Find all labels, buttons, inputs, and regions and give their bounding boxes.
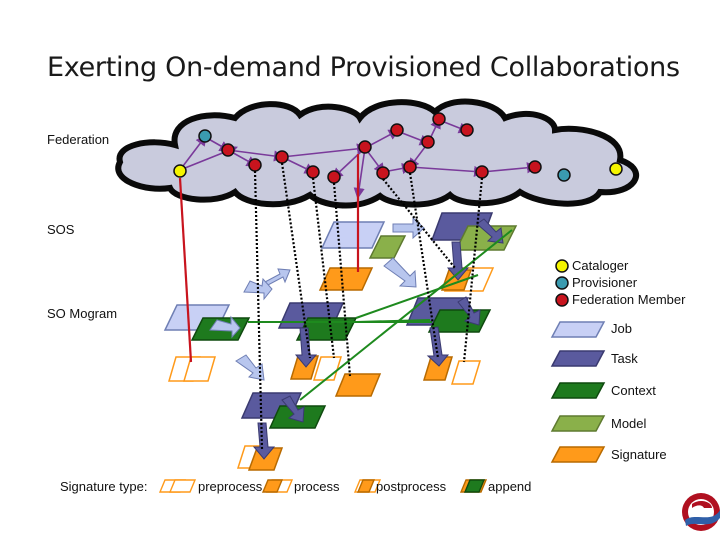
provisioner-node — [198, 129, 212, 143]
federation-member-node — [403, 160, 417, 174]
legend-model: Model — [611, 416, 647, 431]
sorcer-logo — [682, 493, 720, 531]
signature-shape — [450, 360, 482, 385]
flow-arrows — [209, 216, 425, 381]
append-swatch — [463, 479, 486, 493]
signature-shape — [334, 373, 382, 397]
job-shape — [320, 221, 386, 249]
federation-cloud — [115, 98, 639, 209]
legend-task: Task — [611, 351, 638, 366]
legend-cataloger: Cataloger — [572, 258, 629, 273]
signature-legend-swatch — [550, 446, 606, 463]
federation-member-node — [248, 158, 262, 172]
element-legend-markers — [550, 321, 606, 463]
layer-label-so-mogram: SO Mogram — [47, 306, 118, 321]
federation-member-node — [376, 166, 390, 180]
postprocess-swatch — [356, 479, 376, 493]
federation-member-node — [221, 143, 235, 157]
federation-member-node — [475, 165, 489, 179]
signature-type-swatches — [158, 479, 488, 493]
task-legend-swatch — [550, 350, 606, 367]
model-shape — [368, 235, 407, 259]
federation-member-node — [390, 123, 404, 137]
signature-type-process: process — [294, 479, 340, 494]
context-legend-swatch — [550, 382, 606, 399]
signature-type-preprocess: preprocess — [198, 479, 263, 494]
federation-member-node — [275, 150, 289, 164]
provisioner-legend-marker — [555, 276, 569, 290]
legend-federation-member: Federation Member — [572, 292, 686, 307]
signature-shape — [312, 356, 343, 381]
process-swatch — [261, 479, 284, 493]
layer-label-federation: Federation — [47, 132, 110, 147]
model-legend-swatch — [550, 415, 606, 432]
federation-member-node — [358, 140, 372, 154]
cataloger-node — [173, 164, 187, 178]
signature-type-append: append — [488, 479, 532, 494]
binding-lines — [253, 162, 484, 450]
preprocess-swatch — [168, 479, 197, 493]
signature-type-label: Signature type: — [60, 479, 148, 494]
legend-signature: Signature — [611, 447, 667, 462]
job-legend-swatch — [550, 321, 606, 338]
federation-nodes — [173, 112, 623, 184]
federation-member-node — [528, 160, 542, 174]
cataloger-node — [609, 162, 623, 176]
provisioning-lines — [178, 154, 360, 363]
provisioner-node — [557, 168, 571, 182]
federation-member-node — [306, 165, 320, 179]
slide-title: Exerting On-demand Provisioned Collabora… — [47, 52, 680, 83]
federation-member-node — [327, 170, 341, 184]
federation-member-node — [460, 123, 474, 137]
context-connectors — [248, 229, 513, 401]
legend-context: Context — [611, 383, 656, 398]
federation-member-legend-marker — [555, 293, 569, 307]
legend-provisioner: Provisioner — [572, 275, 638, 290]
task-arrows — [252, 218, 504, 460]
federation-member-node — [421, 135, 435, 149]
signature-shape — [183, 356, 216, 382]
federation-member-node — [432, 112, 446, 126]
cataloger-legend-marker — [555, 259, 569, 273]
layer-label-sos: SOS — [47, 222, 75, 237]
service-legend-markers — [555, 259, 569, 307]
signature-type-postprocess: postprocess — [376, 479, 447, 494]
legend-job: Job — [611, 321, 632, 336]
signature-shape — [318, 267, 374, 291]
